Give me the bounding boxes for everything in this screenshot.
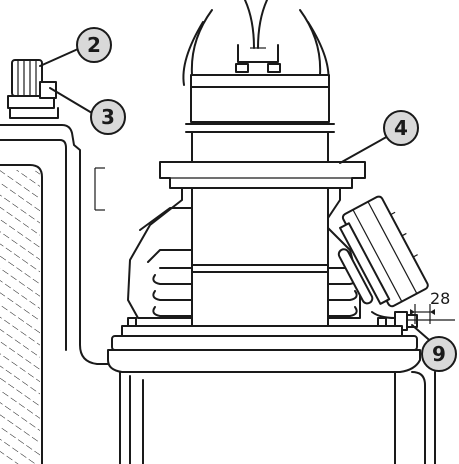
callout-9: 9	[421, 336, 457, 372]
left-tank	[0, 124, 109, 464]
callout-3: 3	[90, 99, 126, 135]
filler-neck	[7, 59, 59, 119]
motor-head	[182, 0, 335, 133]
callout-4: 4	[383, 110, 419, 146]
dimension-28: 28	[410, 289, 450, 324]
base-plate	[107, 317, 436, 464]
callout-3-label: 3	[101, 105, 115, 129]
callout-4-label: 4	[394, 116, 408, 140]
callout-2: 2	[76, 27, 112, 63]
control-box	[337, 195, 429, 308]
flange	[159, 161, 366, 189]
callout-2-label: 2	[87, 33, 101, 57]
hatched-wall	[0, 170, 40, 464]
callout-9-label: 9	[432, 342, 446, 366]
housing-skirt	[127, 187, 361, 319]
dimension-label: 28	[430, 289, 450, 308]
